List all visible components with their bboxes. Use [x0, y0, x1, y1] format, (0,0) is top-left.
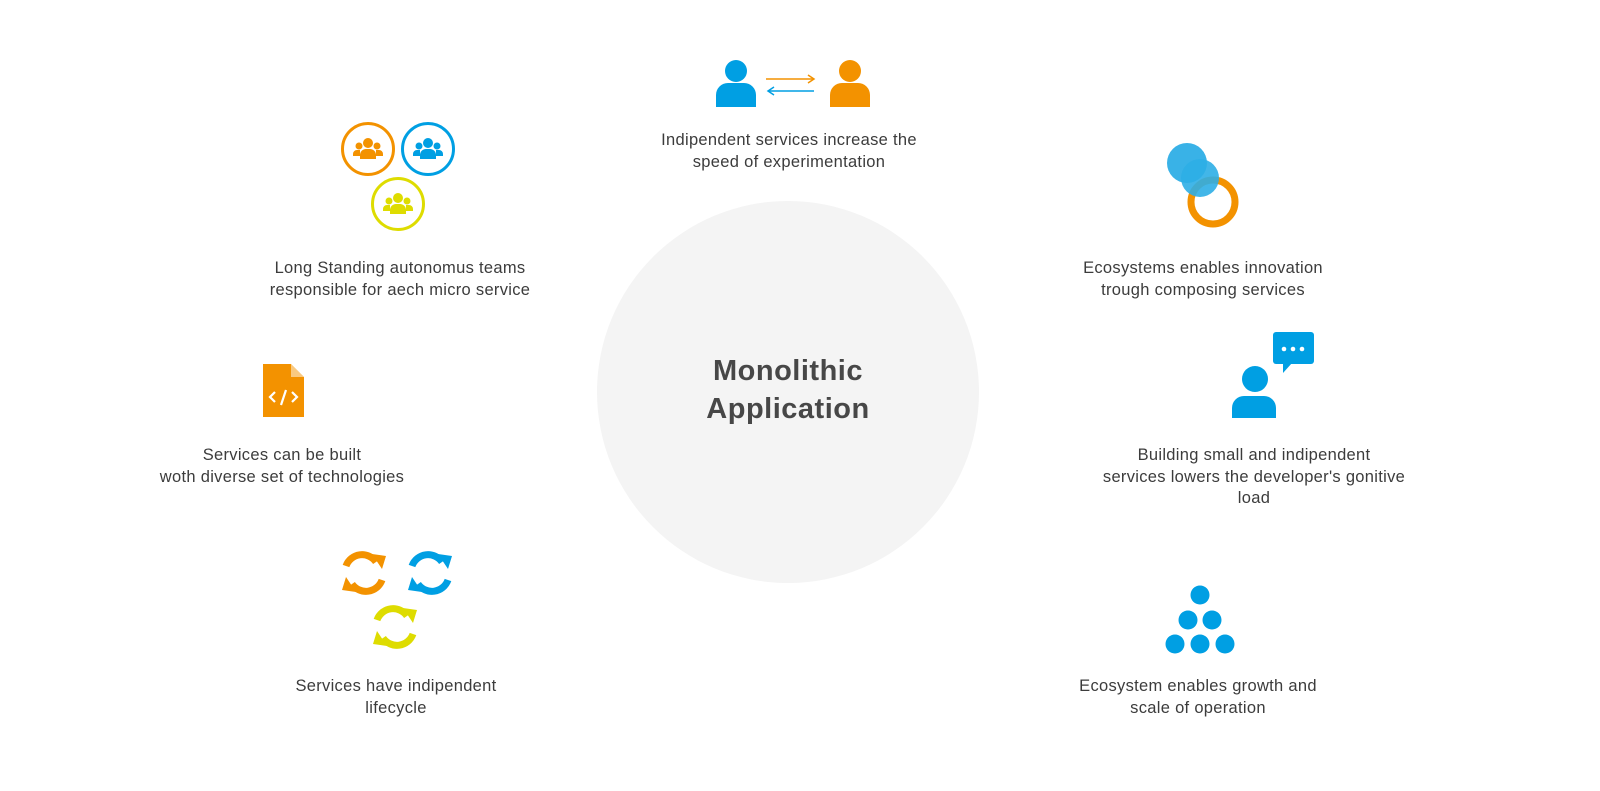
item-label-innovation: Ecosystems enables innovation trough comp…: [993, 258, 1413, 301]
code-file-icon: [263, 364, 304, 417]
label-line: Building small and indipendent: [1137, 446, 1371, 464]
label-line: scale of operation: [1130, 698, 1266, 717]
label-line: Ecosystem enables growth and: [1079, 677, 1317, 695]
label-line: Services have indipendent: [295, 677, 497, 695]
item-label-teams: Long Standing autonomus teams responsible…: [190, 258, 610, 301]
label-line: services lowers the developer's gonitive: [1102, 467, 1406, 486]
item-label-experimentation: Indipendent services increase the speed o…: [579, 130, 999, 173]
item-label-technologies: Services can be built woth diverse set of…: [72, 445, 492, 488]
item-label-growth: Ecosystem enables growth and scale of ope…: [988, 676, 1408, 719]
label-line: Services can be built: [202, 446, 362, 464]
label-line: speed of experimentation: [692, 152, 886, 171]
item-label-lifecycle: Services have indipendent lifecycle: [186, 676, 606, 719]
monolithic-application-circle: [597, 201, 979, 583]
label-line: lifecycle: [365, 698, 427, 717]
label-line: woth diverse set of technologies: [159, 467, 405, 486]
item-label-cognitive-load: Building small and indipendent services l…: [1044, 445, 1464, 510]
center-title: Monolithic Application: [597, 352, 979, 428]
title-line-2: Application: [706, 393, 870, 425]
overlapping-circles-icon: [1167, 143, 1239, 228]
teams-icon: [341, 122, 455, 231]
label-line: Indipendent services increase the: [661, 131, 917, 149]
label-line: Long Standing autonomus teams: [274, 259, 526, 277]
title-line-1: Monolithic: [713, 355, 863, 387]
label-line: load: [1237, 489, 1271, 507]
refresh-icons: [342, 551, 452, 649]
users-exchange-icon: [716, 60, 870, 107]
dots-pyramid-icon: [1165, 585, 1235, 654]
label-line: responsible for aech micro service: [269, 280, 531, 299]
person-chat-icon: [1232, 332, 1314, 418]
label-line: Ecosystems enables innovation: [1083, 259, 1323, 277]
label-line: trough composing services: [1101, 280, 1305, 299]
